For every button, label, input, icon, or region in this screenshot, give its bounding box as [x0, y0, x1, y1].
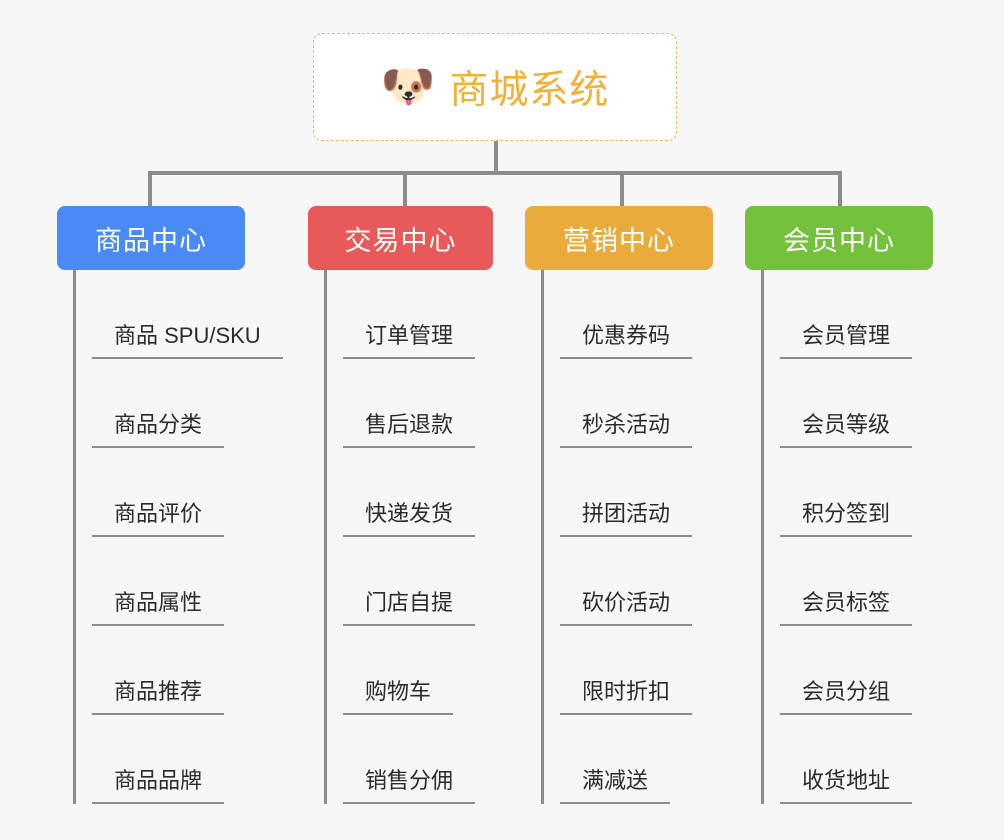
list-item[interactable]: 购物车 [343, 626, 493, 715]
leaf-label: 商品 SPU/SKU [92, 318, 283, 359]
list-item[interactable]: 商品 SPU/SKU [92, 270, 283, 359]
branch-header-label: 商品中心 [95, 225, 207, 256]
list-item[interactable]: 商品推荐 [92, 626, 245, 715]
leaf-stack-product-center: 商品 SPU/SKU 商品分类 商品评价 商品属性 商品推荐 商品品牌 [73, 270, 283, 804]
connector-drop-branch-4 [838, 171, 842, 206]
list-item[interactable]: 销售分佣 [343, 715, 493, 804]
list-item[interactable]: 商品属性 [92, 537, 245, 626]
leaf-stack-trade-center: 订单管理 售后退款 快递发货 门店自提 购物车 销售分佣 [324, 270, 493, 804]
leaf-label: 门店自提 [343, 585, 476, 626]
branch-header-label: 会员中心 [783, 225, 895, 256]
leaf-stack-member-center: 会员管理 会员等级 积分签到 会员标签 会员分组 收货地址 [761, 270, 933, 804]
branch-header-product-center[interactable]: 商品中心 [57, 206, 245, 270]
branch-trade-center: 交易中心 订单管理 售后退款 快递发货 门店自提 购物车 销售分佣 [308, 206, 493, 804]
list-item[interactable]: 砍价活动 [560, 537, 713, 626]
list-item[interactable]: 售后退款 [343, 359, 493, 448]
list-item[interactable]: 会员等级 [780, 359, 933, 448]
leaf-label: 优惠券码 [560, 318, 693, 359]
list-item[interactable]: 收货地址 [780, 715, 933, 804]
list-item[interactable]: 商品品牌 [92, 715, 245, 804]
connector-trunk [494, 141, 498, 174]
shiba-dog-face-icon: 🐶 [380, 62, 436, 111]
leaf-label: 商品品牌 [92, 763, 225, 804]
leaf-label: 售后退款 [343, 407, 476, 448]
branch-product-center: 商品中心 商品 SPU/SKU 商品分类 商品评价 商品属性 商品推荐 商品品牌 [57, 206, 283, 804]
leaf-label: 快递发货 [343, 496, 476, 537]
leaf-label: 会员标签 [780, 585, 913, 626]
leaf-stack-marketing-center: 优惠券码 秒杀活动 拼团活动 砍价活动 限时折扣 满减送 [541, 270, 713, 804]
leaf-label: 满减送 [560, 763, 671, 804]
list-item[interactable]: 门店自提 [343, 537, 493, 626]
root-node-mall-system[interactable]: 🐶 商城系统 [313, 33, 677, 141]
branch-header-label: 交易中心 [344, 225, 457, 256]
leaf-label: 商品评价 [92, 496, 225, 537]
leaf-label: 订单管理 [343, 318, 476, 359]
leaf-label: 会员分组 [780, 674, 913, 715]
branch-header-member-center[interactable]: 会员中心 [745, 206, 933, 270]
list-item[interactable]: 会员分组 [780, 626, 933, 715]
leaf-label: 商品推荐 [92, 674, 225, 715]
list-item[interactable]: 商品评价 [92, 448, 245, 537]
branch-member-center: 会员中心 会员管理 会员等级 积分签到 会员标签 会员分组 收货地址 [745, 206, 933, 804]
list-item[interactable]: 优惠券码 [560, 270, 713, 359]
leaf-label: 销售分佣 [343, 763, 476, 804]
leaf-label: 拼团活动 [560, 496, 693, 537]
list-item[interactable]: 积分签到 [780, 448, 933, 537]
connector-drop-branch-2 [403, 171, 407, 206]
list-item[interactable]: 秒杀活动 [560, 359, 713, 448]
list-item[interactable]: 商品分类 [92, 359, 245, 448]
branch-marketing-center: 营销中心 优惠券码 秒杀活动 拼团活动 砍价活动 限时折扣 满减送 [525, 206, 713, 804]
list-item[interactable]: 拼团活动 [560, 448, 713, 537]
branch-header-label: 营销中心 [563, 225, 675, 256]
list-item[interactable]: 限时折扣 [560, 626, 713, 715]
list-item[interactable]: 快递发货 [343, 448, 493, 537]
leaf-label: 限时折扣 [560, 674, 693, 715]
leaf-label: 收货地址 [780, 763, 913, 804]
leaf-label: 商品分类 [92, 407, 225, 448]
connector-drop-branch-3 [620, 171, 624, 206]
leaf-label: 积分签到 [780, 496, 913, 537]
leaf-label: 商品属性 [92, 585, 225, 626]
connector-drop-branch-1 [148, 171, 152, 206]
leaf-label: 砍价活动 [560, 585, 693, 626]
connector-horizontal-bus [150, 171, 840, 175]
root-node-title: 商城系统 [449, 69, 610, 112]
branch-header-trade-center[interactable]: 交易中心 [308, 206, 493, 270]
leaf-label: 会员管理 [780, 318, 913, 359]
list-item[interactable]: 会员标签 [780, 537, 933, 626]
list-item[interactable]: 会员管理 [780, 270, 933, 359]
leaf-label: 会员等级 [780, 407, 913, 448]
branch-header-marketing-center[interactable]: 营销中心 [525, 206, 713, 270]
list-item[interactable]: 订单管理 [343, 270, 493, 359]
list-item[interactable]: 满减送 [560, 715, 713, 804]
leaf-label: 秒杀活动 [560, 407, 693, 448]
leaf-label: 购物车 [343, 674, 454, 715]
